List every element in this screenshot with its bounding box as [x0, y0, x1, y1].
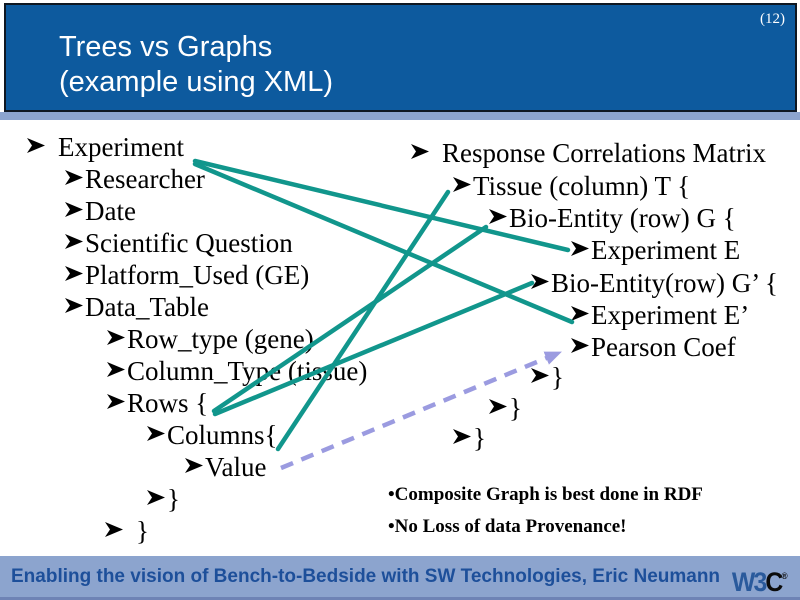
- w3c-logo-w3: W3: [732, 567, 767, 597]
- slide-title-line1: Trees vs Graphs: [59, 31, 273, 63]
- tree-item-label: }: [136, 516, 149, 546]
- tree-item-label: }: [551, 362, 564, 392]
- tree-item: Researcher: [64, 163, 205, 195]
- tree-item: Bio-Entity(row) G’ {: [530, 267, 778, 299]
- edge-solid: [275, 189, 451, 452]
- tree-item-label: Rows {: [127, 388, 209, 418]
- arrow-bullet-icon: [411, 144, 429, 159]
- arrow-bullet-icon: [65, 298, 83, 313]
- tree-item: Columns{: [146, 419, 277, 451]
- arrow-bullet-icon: [107, 394, 125, 409]
- tree-item-label: }: [473, 423, 486, 453]
- tree-item-label: Columns{: [167, 420, 278, 450]
- tree-item-label: Row_type (gene): [127, 324, 314, 354]
- tree-item: Date: [64, 195, 136, 227]
- arrow-bullet-icon: [489, 399, 507, 414]
- tree-item-label: Platform_Used (GE): [85, 260, 310, 290]
- arrow-bullet-icon: [65, 202, 83, 217]
- arrow-bullet-icon: [571, 338, 589, 353]
- tree-item: Experiment E’: [570, 299, 749, 331]
- tree-item-label: Bio-Entity(row) G’ {: [551, 268, 778, 298]
- tree-item: Value: [184, 451, 266, 483]
- tree-item-label: Value: [205, 452, 267, 482]
- arrow-bullet-icon: [185, 458, 203, 473]
- footer-edge: [0, 597, 800, 600]
- tree-item-label: Tissue (column) T {: [473, 171, 691, 201]
- slide-title: Trees vs Graphs (example using XML): [59, 30, 333, 100]
- arrow-bullet-icon: [489, 209, 507, 224]
- footer-text: Enabling the vision of Bench-to-Bedside …: [11, 566, 721, 587]
- tree-item-label: }: [509, 393, 522, 423]
- tree-item: Column_Type (tissue): [106, 355, 367, 387]
- arrow-bullet-icon: [107, 362, 125, 377]
- header-underline: [0, 112, 800, 120]
- tree-item-label: Data_Table: [85, 292, 210, 322]
- tree-item-label: Column_Type (tissue): [127, 356, 368, 386]
- note-line: •Composite Graph is best done in RDF: [388, 484, 703, 505]
- note-line: •No Loss of data Provenance!: [388, 516, 627, 537]
- arrow-bullet-icon: [453, 177, 471, 192]
- tree-item: Rows {: [106, 387, 208, 419]
- arrow-bullet-icon: [147, 426, 165, 441]
- tree-item: Experiment: [26, 131, 184, 163]
- tree-item-label: Researcher: [85, 164, 205, 194]
- arrow-bullet-icon: [105, 522, 123, 537]
- tree-item: Platform_Used (GE): [64, 259, 309, 291]
- tree-item: Row_type (gene): [106, 323, 314, 355]
- arrow-bullet-icon: [65, 266, 83, 281]
- tree-item-label: Response Correlations Matrix: [442, 138, 766, 168]
- w3c-logo-c: C: [765, 567, 784, 597]
- arrow-bullet-icon: [531, 368, 549, 383]
- tree-item: }: [530, 361, 564, 393]
- header-bar: Trees vs Graphs (example using XML) (12): [4, 3, 797, 112]
- tree-item: }: [146, 483, 180, 515]
- w3c-logo: W3C®: [732, 561, 788, 598]
- tree-item: Tissue (column) T {: [452, 170, 690, 202]
- arrow-bullet-icon: [571, 241, 589, 256]
- tree-item-label: }: [167, 484, 180, 514]
- tree-item: }: [488, 392, 522, 424]
- tree-item-label: Date: [85, 196, 136, 226]
- tree-item: Response Correlations Matrix: [410, 137, 766, 169]
- w3c-logo-mark: ®: [781, 571, 788, 581]
- tree-item: Data_Table: [64, 291, 209, 323]
- page-number: (12): [760, 11, 785, 27]
- tree-item: }: [104, 515, 149, 547]
- arrow-bullet-icon: [147, 490, 165, 505]
- tree-item: Pearson Coef: [570, 331, 736, 363]
- arrow-bullet-icon: [65, 170, 83, 185]
- tree-item-label: Experiment: [58, 132, 184, 162]
- tree-item: Experiment E: [570, 234, 740, 266]
- tree-item: Scientific Question: [64, 227, 293, 259]
- tree-item: Bio-Entity (row) G {: [488, 202, 736, 234]
- tree-item-label: Scientific Question: [85, 228, 293, 258]
- arrow-bullet-icon: [107, 330, 125, 345]
- arrow-bullet-icon: [65, 234, 83, 249]
- tree-item-label: Bio-Entity (row) G {: [509, 203, 736, 233]
- tree-item-label: Experiment E’: [591, 300, 750, 330]
- arrow-bullet-icon: [571, 306, 589, 321]
- arrow-bullet-icon: [27, 138, 45, 153]
- tree-item-label: Experiment E: [591, 235, 741, 265]
- arrow-bullet-icon: [453, 429, 471, 444]
- tree-item-label: Pearson Coef: [591, 332, 736, 362]
- footer-bar: [0, 556, 800, 597]
- slide-title-line2: (example using XML): [59, 66, 333, 98]
- tree-item: }: [452, 422, 486, 454]
- arrow-bullet-icon: [531, 274, 549, 289]
